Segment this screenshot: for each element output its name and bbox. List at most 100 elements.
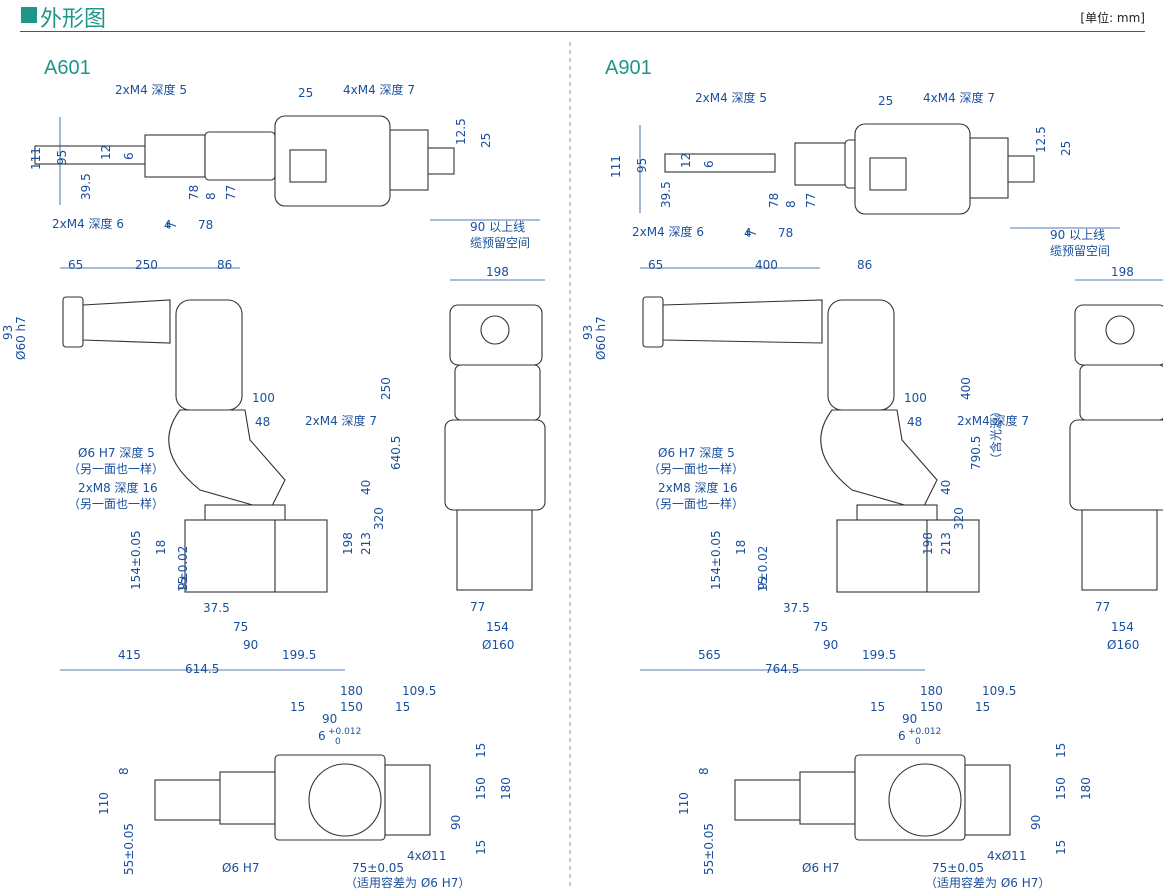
- dim-6: 6: [702, 160, 716, 168]
- front-view-flange: [480, 315, 510, 345]
- dim-198-front: 198: [1111, 265, 1134, 279]
- dim-75: 75: [233, 620, 248, 634]
- bottom-view-tool: [734, 779, 806, 821]
- label-phi6-h7-depth5: Ø6 H7 深度 5: [658, 445, 735, 460]
- dim-109-5: 109.5: [982, 684, 1016, 698]
- dim-93: 93: [581, 325, 595, 340]
- top-view-tool-shaft: [664, 153, 776, 173]
- label-90-cable-line1: 90 以上线: [1050, 228, 1105, 242]
- dim-4: 4: [164, 218, 172, 232]
- dim-100: 100: [252, 391, 275, 405]
- dim-total-height: 640.5: [389, 436, 403, 470]
- top-view-base: [389, 129, 429, 191]
- label-2xm8-depth-16: 2xM8 深度 16: [658, 480, 738, 495]
- label-4x-phi11: 4xØ11: [987, 849, 1026, 863]
- header-rule: [20, 31, 1145, 32]
- top-view-forearm: [204, 131, 276, 181]
- dim-154-front: 154: [1111, 620, 1134, 634]
- dim-75: 75: [813, 620, 828, 634]
- bottom-view-connector-box: [964, 764, 1011, 836]
- dim-15-side: 15: [756, 577, 770, 592]
- dim-65: 65: [68, 258, 83, 272]
- dim-top-arm: 400: [755, 258, 778, 272]
- dim-199-5: 199.5: [862, 648, 896, 662]
- dim-15-right-bottom: 15: [474, 840, 488, 855]
- side-view-controller: [274, 519, 328, 593]
- dim-150: 150: [920, 700, 943, 714]
- dim-15-b: 15: [395, 700, 410, 714]
- dim-25-right: 25: [1059, 141, 1073, 156]
- front-view-base: [456, 509, 533, 591]
- label-phi6-h7-depth5: Ø6 H7 深度 5: [78, 445, 155, 460]
- dim-90-right: 90: [449, 815, 463, 830]
- front-view-shoulder: [454, 364, 541, 421]
- dim-39-5: 39.5: [79, 173, 93, 200]
- side-view-elbow: [827, 299, 895, 411]
- label-other-side-same-2: （另一面也一样）: [68, 496, 164, 511]
- dim-90-bottom: 90: [902, 712, 917, 726]
- front-view-body: [1069, 419, 1163, 511]
- dim-55-tol: 55±0.05: [122, 823, 136, 875]
- dim-8: 8: [204, 192, 218, 200]
- dim-93: 93: [1, 325, 15, 340]
- label-other-side-same-1: （另一面也一样）: [68, 461, 164, 476]
- dim-48: 48: [907, 415, 922, 429]
- dim-150: 150: [340, 700, 363, 714]
- dim-111: 111: [609, 155, 623, 178]
- dim-150-right: 150: [1054, 777, 1068, 800]
- side-view-base: [836, 519, 928, 593]
- side-view-tool-flange: [642, 296, 664, 348]
- label-4xm4-depth-7: 4xM4 深度 7: [343, 82, 415, 97]
- dim-95: 95: [55, 150, 69, 165]
- dim-180: 180: [920, 684, 943, 698]
- dim-total-height: 790.5: [969, 436, 983, 470]
- dim-110: 110: [97, 792, 111, 815]
- dim-phi60: Ø60 h7: [14, 316, 28, 360]
- top-view-mount-pad: [869, 157, 907, 191]
- dim-tol-upper: +0.012: [328, 727, 361, 737]
- dim-15-a: 15: [870, 700, 885, 714]
- dim-320: 320: [952, 507, 966, 530]
- dim-48: 48: [255, 415, 270, 429]
- dim-25-right: 25: [479, 133, 493, 148]
- dim-78-vert: 78: [767, 193, 781, 208]
- label-2xm4-depth-5: 2xM4 深度 5: [695, 90, 767, 105]
- dim-8: 8: [784, 200, 798, 208]
- dim-100: 100: [904, 391, 927, 405]
- label-90-cable-line2: 缆预留空间: [1050, 244, 1110, 258]
- dim-320: 320: [372, 507, 386, 530]
- dim-37-5: 37.5: [203, 601, 230, 615]
- unit-label: [单位: mm]: [1080, 11, 1145, 25]
- side-view-base: [184, 519, 276, 593]
- dim-15-side: 15: [176, 577, 190, 592]
- front-view-body: [444, 419, 546, 511]
- dim-7: 7: [165, 221, 179, 229]
- dim-199-5: 199.5: [282, 648, 316, 662]
- top-view-base: [969, 137, 1009, 199]
- dim-tol-lower: 0: [915, 737, 921, 747]
- dim-78-horiz: 78: [198, 218, 213, 232]
- dim-top-arm: 250: [135, 258, 158, 272]
- label-4x-phi11: 4xØ11: [407, 849, 446, 863]
- bottom-view-connector-box: [384, 764, 431, 836]
- dim-15-right-bottom: 15: [1054, 840, 1068, 855]
- dim-12: 12: [99, 145, 113, 160]
- dim-4: 4: [744, 226, 752, 240]
- side-view-forearm: [82, 299, 171, 344]
- bottom-view-turntable: [888, 763, 962, 837]
- dim-111: 111: [29, 147, 43, 170]
- label-90-cable-line2: 缆预留空间: [470, 236, 530, 250]
- dim-7: 7: [745, 229, 759, 237]
- dim-213: 213: [939, 532, 953, 555]
- dim-213: 213: [359, 532, 373, 555]
- dim-12: 12: [679, 153, 693, 168]
- dim-15-a: 15: [290, 700, 305, 714]
- dim-180-right: 180: [499, 777, 513, 800]
- top-view-wrist: [144, 134, 206, 178]
- dim-tol-upper: +0.012: [908, 727, 941, 737]
- side-view-tool-flange: [62, 296, 84, 348]
- dim-40: 40: [939, 480, 953, 495]
